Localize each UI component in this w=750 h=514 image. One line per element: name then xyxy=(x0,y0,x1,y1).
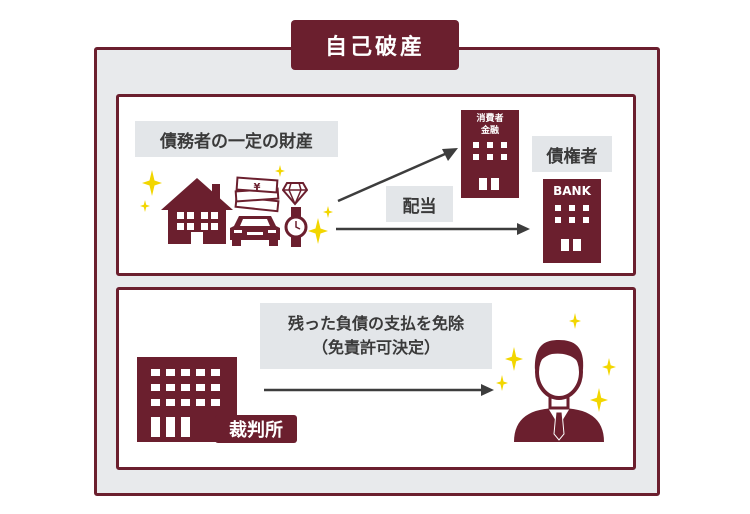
sparkle-icon xyxy=(590,388,608,412)
discharge-label-line2: （免責許可決定） xyxy=(311,338,440,357)
sparkle-icon xyxy=(496,375,508,391)
consumer-finance-label-line2: 金融 xyxy=(480,126,499,136)
sparkle-icon xyxy=(505,347,523,371)
yen-symbol: ¥ xyxy=(254,182,261,193)
sparkle-icon xyxy=(602,358,616,376)
page-title: 自己破産 xyxy=(291,20,459,70)
consumer-finance-label-line1: 消費者 xyxy=(476,114,504,124)
businessman-icon xyxy=(514,340,604,442)
discharge-arrow xyxy=(264,384,494,396)
debtor-assets-label: 債務者の一定の財産 xyxy=(135,121,338,157)
arrow-head-icon xyxy=(442,148,458,161)
bank-building-icon: BANK xyxy=(543,179,601,263)
arrow-head-icon xyxy=(517,223,530,235)
discharge-label-line1: 残った負債の支払を免除 xyxy=(287,314,464,333)
sparkle-icon xyxy=(275,165,285,177)
distribution-label: 配当 xyxy=(386,186,453,222)
sparkle-icon xyxy=(140,200,150,212)
money-stack-icon: ¥ xyxy=(234,176,280,213)
sparkle-icon xyxy=(142,170,162,196)
consumer-finance-building-icon: 消費者 金融 xyxy=(461,110,519,198)
wristwatch-icon xyxy=(284,207,308,247)
house-icon xyxy=(161,178,233,244)
car-icon xyxy=(230,216,280,246)
bank-label: BANK xyxy=(553,184,591,198)
diamond-icon xyxy=(282,182,308,206)
creditor-label: 債権者 xyxy=(532,136,612,172)
sparkle-icon xyxy=(323,206,333,218)
court-label: 裁判所 xyxy=(215,415,297,443)
discharge-label: 残った負債の支払を免除 （免責許可決定） xyxy=(260,303,492,369)
distribution-arrows xyxy=(336,148,530,235)
sparkle-icon xyxy=(569,313,581,329)
sparkle-icon xyxy=(308,218,328,244)
arrow-head-icon xyxy=(481,384,494,396)
